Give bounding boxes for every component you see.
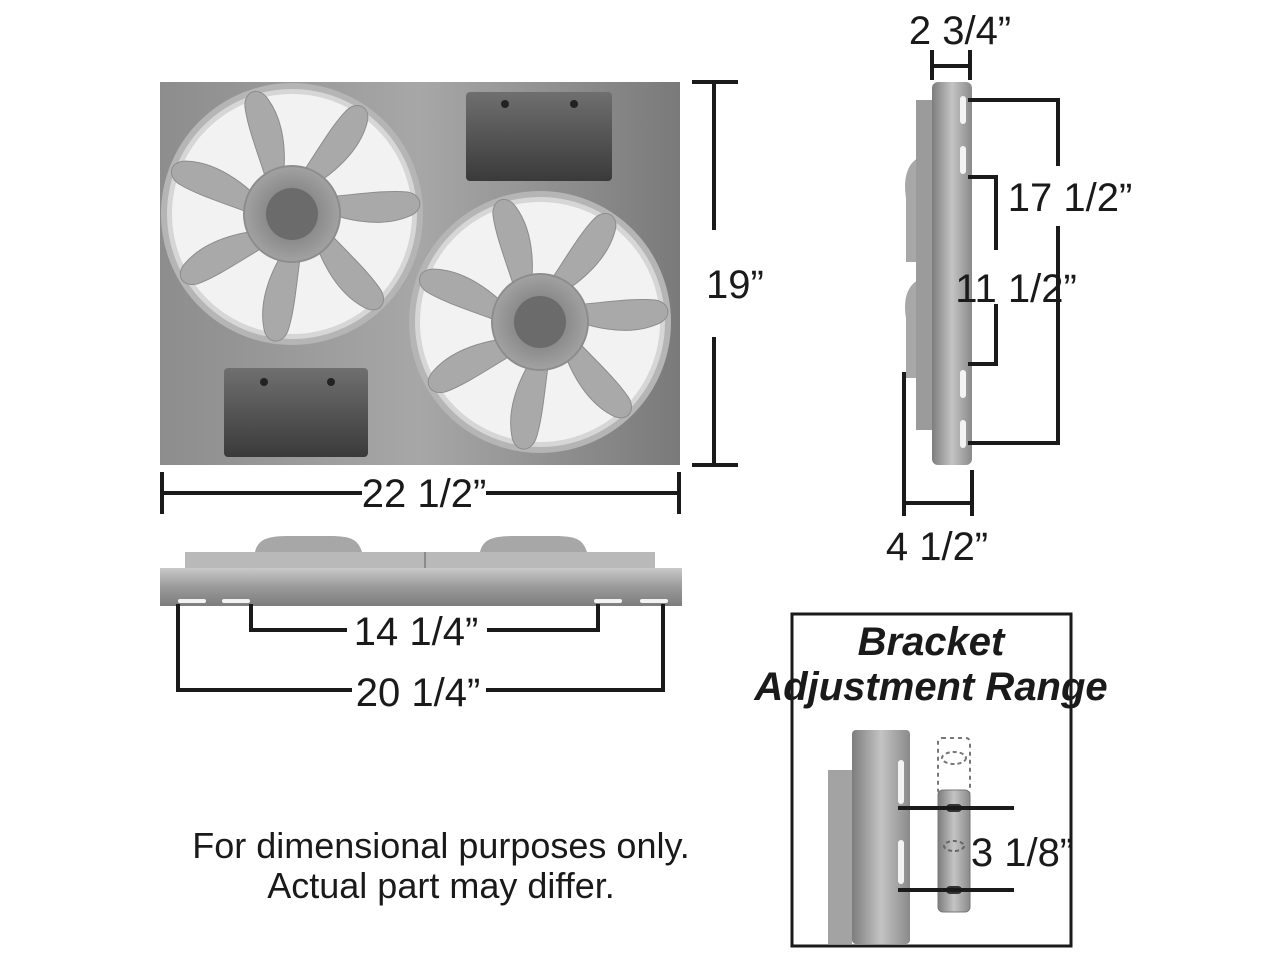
mounting-plate-top bbox=[466, 92, 612, 181]
bottom-depth-label: 4 1/2” bbox=[886, 525, 988, 569]
height-dimension: 19” bbox=[692, 80, 764, 467]
inner-span-label: 14 1/4” bbox=[354, 610, 479, 654]
slide-bracket bbox=[937, 789, 971, 913]
bottom-depth-dimension: 4 1/2” bbox=[886, 372, 988, 569]
side-inner-span-dimension: 11 1/2” bbox=[955, 175, 1077, 366]
disclaimer-line-1: For dimensional purposes only. bbox=[192, 825, 690, 866]
side-outer-span-dimension: 17 1/2” bbox=[968, 98, 1133, 445]
height-label: 19” bbox=[706, 263, 764, 307]
side-bracket bbox=[932, 82, 972, 465]
panel-title-line-2: Adjustment Range bbox=[753, 665, 1107, 709]
front-view: 19” 22 1/2” bbox=[160, 80, 764, 516]
mounting-plate-bottom bbox=[224, 368, 368, 457]
disclaimer: For dimensional purposes only. Actual pa… bbox=[192, 825, 690, 906]
outer-span-dimension: 20 1/4” bbox=[176, 604, 665, 715]
outer-span-label: 20 1/4” bbox=[356, 671, 481, 715]
inner-span-dimension: 14 1/4” bbox=[249, 604, 600, 654]
panel-title-line-1: Bracket bbox=[858, 620, 1006, 664]
fan-left bbox=[161, 83, 425, 345]
side-inner-span-label: 11 1/2” bbox=[955, 267, 1077, 311]
top-depth-dimension: 2 3/4” bbox=[909, 9, 1011, 80]
width-label: 22 1/2” bbox=[362, 472, 487, 516]
panel-bracket bbox=[852, 730, 910, 944]
width-dimension: 22 1/2” bbox=[160, 472, 681, 516]
side-outer-span-label: 17 1/2” bbox=[1008, 176, 1133, 220]
side-view: 2 3/4” 17 1/2” 11 1/2” 4 1/2” bbox=[886, 9, 1132, 569]
bottom-view: 14 1/4” 20 1/4” bbox=[160, 536, 682, 715]
disclaimer-line-2: Actual part may differ. bbox=[267, 865, 615, 906]
bracket-adjustment-panel: Bracket Adjustment Range 3 1/8” bbox=[753, 612, 1108, 948]
bracket-range-dimension: 3 1/8” bbox=[898, 806, 1073, 892]
bracket-range-label: 3 1/8” bbox=[971, 831, 1073, 875]
top-depth-label: 2 3/4” bbox=[909, 9, 1011, 53]
fan-right bbox=[409, 191, 673, 453]
